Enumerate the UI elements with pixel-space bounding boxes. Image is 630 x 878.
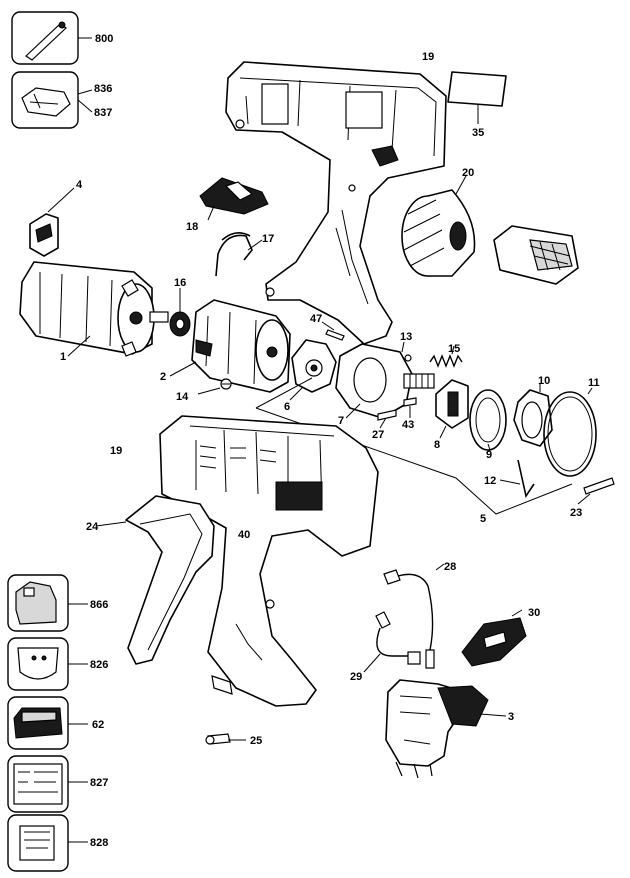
- callout-30: 30: [528, 607, 540, 619]
- callout-28: 28: [444, 561, 456, 573]
- label-827-box: [7, 755, 88, 813]
- callout-19-bottom: 19: [110, 445, 122, 457]
- brush-holder-4: [29, 187, 75, 257]
- screw-43: [403, 397, 417, 418]
- callout-6: 6: [284, 401, 290, 413]
- callout-827: 827: [90, 777, 108, 789]
- switch-cover-18: [199, 177, 269, 221]
- wire-lead-28: [383, 563, 445, 669]
- battery-866-box: [7, 574, 88, 632]
- callout-18: 18: [186, 221, 198, 233]
- gearbox-housing-2: [169, 299, 291, 393]
- callout-14: 14: [176, 391, 189, 403]
- housing-half-19-bottom: [159, 415, 379, 707]
- label-828-box: [7, 814, 88, 872]
- callout-800: 800: [95, 33, 113, 45]
- callout-27: 27: [372, 429, 384, 441]
- accessory-800-box: [11, 11, 92, 65]
- callout-1: 1: [60, 351, 66, 363]
- callout-11: 11: [588, 377, 600, 389]
- callout-866: 866: [90, 599, 108, 611]
- label-plate-35: [447, 71, 507, 124]
- callout-8: 8: [434, 439, 440, 451]
- callout-12: 12: [484, 475, 496, 487]
- callout-3: 3: [508, 711, 514, 723]
- callout-19-top: 19: [422, 51, 434, 63]
- collar-8: [435, 379, 469, 439]
- callout-4: 4: [76, 179, 83, 191]
- callout-40: 40: [238, 529, 250, 541]
- callout-35: 35: [472, 127, 484, 139]
- callout-20: 20: [462, 167, 474, 179]
- charger-62-box: [7, 696, 88, 750]
- wire-lead-29: [363, 611, 421, 673]
- callout-828: 828: [90, 837, 108, 849]
- callout-836: 836: [94, 83, 112, 95]
- ring-11: [543, 387, 597, 477]
- callout-62: 62: [92, 719, 104, 731]
- accessory-836-837-box: [11, 71, 93, 129]
- motor-1: [19, 261, 169, 357]
- washer-9: [469, 389, 507, 451]
- callout-25: 25: [250, 735, 262, 747]
- callout-7: 7: [338, 415, 344, 427]
- callout-43: 43: [402, 419, 414, 431]
- pin-12: [499, 459, 535, 499]
- callout-23: 23: [570, 507, 582, 519]
- callout-837: 837: [94, 107, 112, 119]
- callout-9: 9: [486, 449, 492, 461]
- spring-clip-17: [215, 232, 263, 277]
- screw-27: [377, 409, 397, 429]
- label-826-box: [7, 637, 88, 691]
- screw-14: [197, 378, 232, 395]
- pin-47: [321, 321, 345, 341]
- switch-button-30: [461, 609, 527, 667]
- callout-5: 5: [480, 513, 486, 525]
- handle-cover-24: [95, 495, 215, 665]
- callout-826: 826: [90, 659, 108, 671]
- screw-25: [205, 733, 246, 745]
- housing-half-19-top: [225, 61, 447, 345]
- clutch-spindle-7: [335, 343, 435, 419]
- callout-10: 10: [538, 375, 550, 387]
- clutch-ring-10: [513, 384, 553, 447]
- callout-2: 2: [160, 371, 166, 383]
- trigger-switch-3: [385, 679, 507, 779]
- callout-47: 47: [310, 313, 322, 325]
- callout-24: 24: [86, 521, 99, 533]
- callout-16: 16: [174, 277, 186, 289]
- ring-gear-6: [289, 339, 337, 401]
- pinion-16: [169, 288, 191, 337]
- chuck-20: [401, 175, 579, 285]
- callout-17: 17: [262, 233, 274, 245]
- screw-23: [577, 477, 615, 505]
- callout-13: 13: [400, 331, 412, 343]
- callout-15: 15: [448, 343, 460, 355]
- callout-29: 29: [350, 671, 362, 683]
- spring-15: [429, 345, 463, 368]
